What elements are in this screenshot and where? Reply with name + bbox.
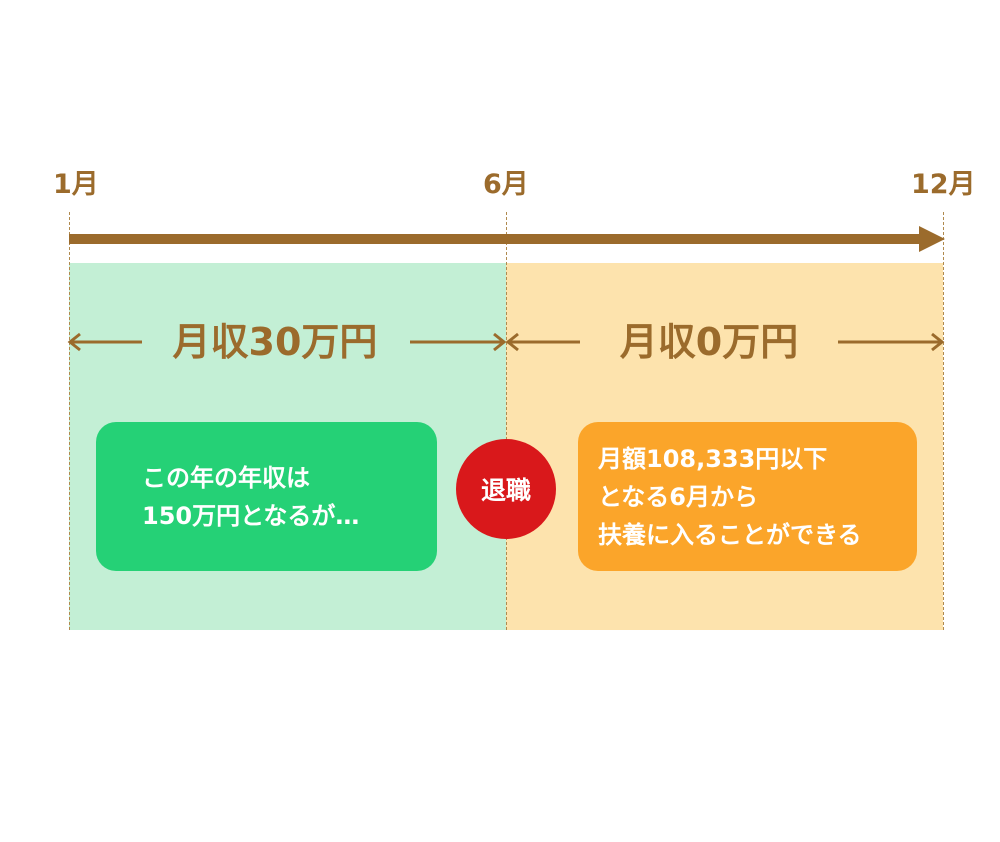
dependent-eligibility-note-line-3: 扶養に入ることができる: [598, 520, 862, 549]
income-label-before: 月収30万円: [172, 320, 378, 364]
timeline-arrow: [69, 226, 945, 252]
annual-income-note: この年の年収は 150万円となるが…: [96, 422, 437, 571]
december-guide-line: [943, 212, 944, 630]
left-span-arrowhead-b: [493, 332, 507, 352]
tick-label-june: 6月: [483, 169, 529, 200]
right-span-arrowhead-a: [505, 332, 519, 352]
dependent-eligibility-note-line-1: 月額108,333円以下: [598, 444, 828, 473]
right-span-arrowhead-b: [931, 332, 945, 352]
income-label-after: 月収0万円: [619, 320, 799, 364]
retirement-badge-label: 退職: [480, 476, 531, 505]
left-span-arrowhead-a: [67, 332, 81, 352]
dependent-eligibility-note: 月額108,333円以下 となる6月から 扶養に入ることができる: [578, 422, 917, 571]
income-span-arrows: [67, 332, 945, 352]
annual-income-note-line-2: 150万円となるが…: [142, 501, 360, 530]
retirement-badge: 退職: [456, 439, 556, 539]
dependent-eligibility-note-line-2: となる6月から: [598, 482, 758, 511]
june-guide-line: [506, 212, 507, 630]
tick-label-january: 1月: [53, 169, 99, 200]
january-guide-line: [69, 212, 70, 630]
tick-label-december: 12月: [911, 169, 976, 200]
annual-income-note-line-1: この年の年収は: [142, 463, 310, 492]
